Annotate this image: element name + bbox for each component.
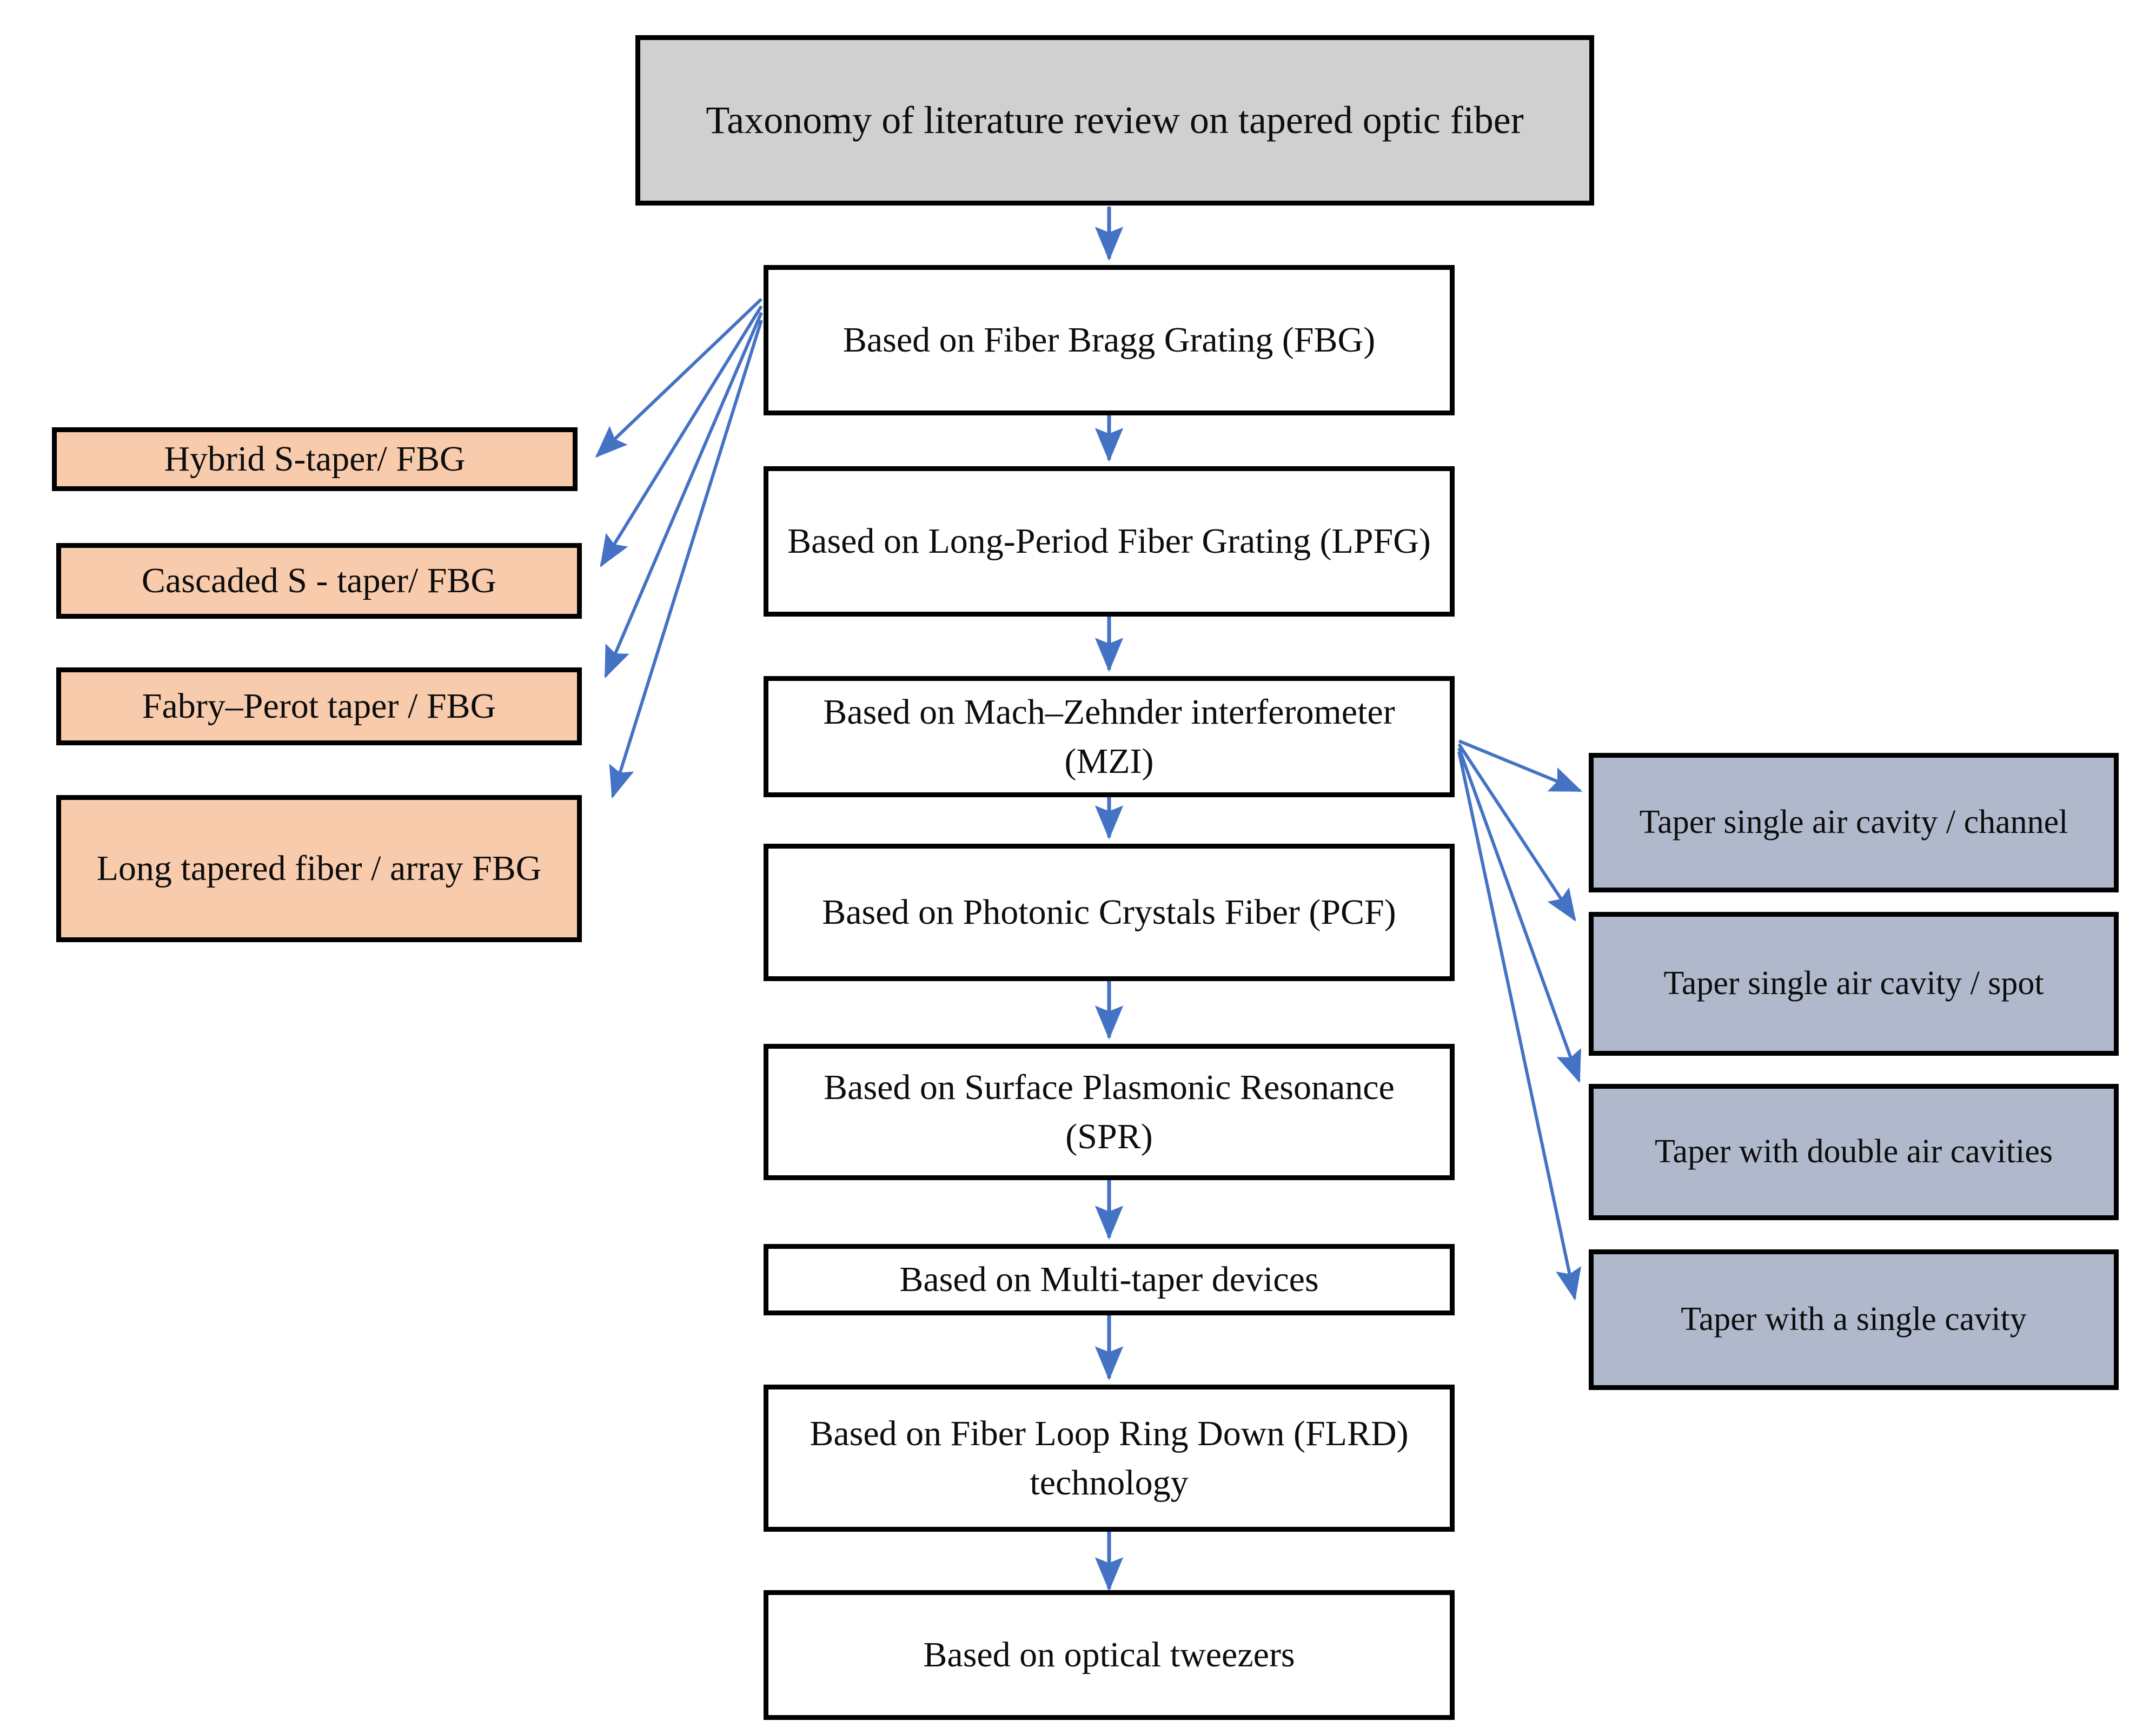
node-lpfg-label: Based on Long-Period Fiber Grating (LPFG…: [787, 521, 1431, 561]
edge-fbg-to-hybrid-s-taper: [595, 297, 763, 458]
node-fbg-label: Based on Fiber Bragg Grating (FBG): [843, 320, 1376, 360]
node-fbg[interactable]: Based on Fiber Bragg Grating (FBG): [764, 265, 1455, 415]
node-single-air-cavity-channel-label: Taper single air cavity / channel: [1639, 804, 2068, 841]
node-single-air-cavity-spot-label: Taper single air cavity / spot: [1663, 965, 2044, 1002]
edge-fbg-to-cascaded-s-taper: [600, 305, 763, 568]
node-double-air-cavities[interactable]: Taper with double air cavities: [1589, 1084, 2119, 1220]
node-pcf[interactable]: Based on Photonic Crystals Fiber (PCF): [764, 844, 1455, 981]
node-pcf-label: Based on Photonic Crystals Fiber (PCF): [822, 892, 1396, 932]
node-single-cavity[interactable]: Taper with a single cavity: [1589, 1249, 2119, 1390]
node-single-air-cavity-spot[interactable]: Taper single air cavity / spot: [1589, 912, 2119, 1056]
node-tweezers[interactable]: Based on optical tweezers: [764, 1590, 1455, 1720]
node-long-tapered-fiber-label: Long tapered fiber / array FBG: [96, 849, 542, 889]
node-flrd[interactable]: Based on Fiber Loop Ring Down (FLRD) tec…: [764, 1385, 1455, 1532]
node-mzi-label: Based on Mach–Zehnder interferometer (MZ…: [823, 692, 1395, 781]
node-hybrid-s-taper-label: Hybrid S-taper/ FBG: [164, 439, 466, 479]
edge-mzi-to-single-air-cavity-channel: [1458, 739, 1583, 792]
node-long-tapered-fiber[interactable]: Long tapered fiber / array FBG: [56, 795, 582, 942]
node-spr[interactable]: Based on Surface Plasmonic Resonance (SP…: [764, 1044, 1455, 1180]
node-double-air-cavities-label: Taper with double air cavities: [1655, 1133, 2053, 1170]
edge-mzi-to-double-air-cavities: [1457, 747, 1581, 1083]
node-lpfg[interactable]: Based on Long-Period Fiber Grating (LPFG…: [764, 466, 1455, 617]
edge-fbg-to-fabry-perot-taper: [604, 312, 763, 679]
node-hybrid-s-taper[interactable]: Hybrid S-taper/ FBG: [52, 427, 578, 491]
node-multitaper[interactable]: Based on Multi-taper devices: [764, 1244, 1455, 1315]
node-title-label: Taxonomy of literature review on tapered…: [706, 98, 1524, 142]
node-spr-label: Based on Surface Plasmonic Resonance (SP…: [824, 1067, 1395, 1156]
node-single-cavity-label: Taper with a single cavity: [1681, 1301, 2027, 1338]
node-fabry-perot-taper-label: Fabry–Perot taper / FBG: [142, 686, 496, 726]
node-title[interactable]: Taxonomy of literature review on tapered…: [635, 35, 1594, 206]
edge-fbg-to-long-tapered-fiber: [609, 320, 763, 799]
node-cascaded-s-taper[interactable]: Cascaded S - taper/ FBG: [56, 543, 582, 619]
node-flrd-label: Based on Fiber Loop Ring Down (FLRD) tec…: [810, 1413, 1409, 1503]
node-single-air-cavity-channel[interactable]: Taper single air cavity / channel: [1589, 753, 2119, 892]
node-tweezers-label: Based on optical tweezers: [923, 1635, 1295, 1675]
node-fabry-perot-taper[interactable]: Fabry–Perot taper / FBG: [56, 667, 582, 745]
node-mzi[interactable]: Based on Mach–Zehnder interferometer (MZ…: [764, 676, 1455, 797]
node-multitaper-label: Based on Multi-taper devices: [899, 1260, 1319, 1300]
edge-mzi-to-single-air-cavity-spot: [1457, 743, 1576, 922]
edge-mzi-to-single-cavity: [1457, 751, 1582, 1301]
node-cascaded-s-taper-label: Cascaded S - taper/ FBG: [141, 561, 497, 601]
